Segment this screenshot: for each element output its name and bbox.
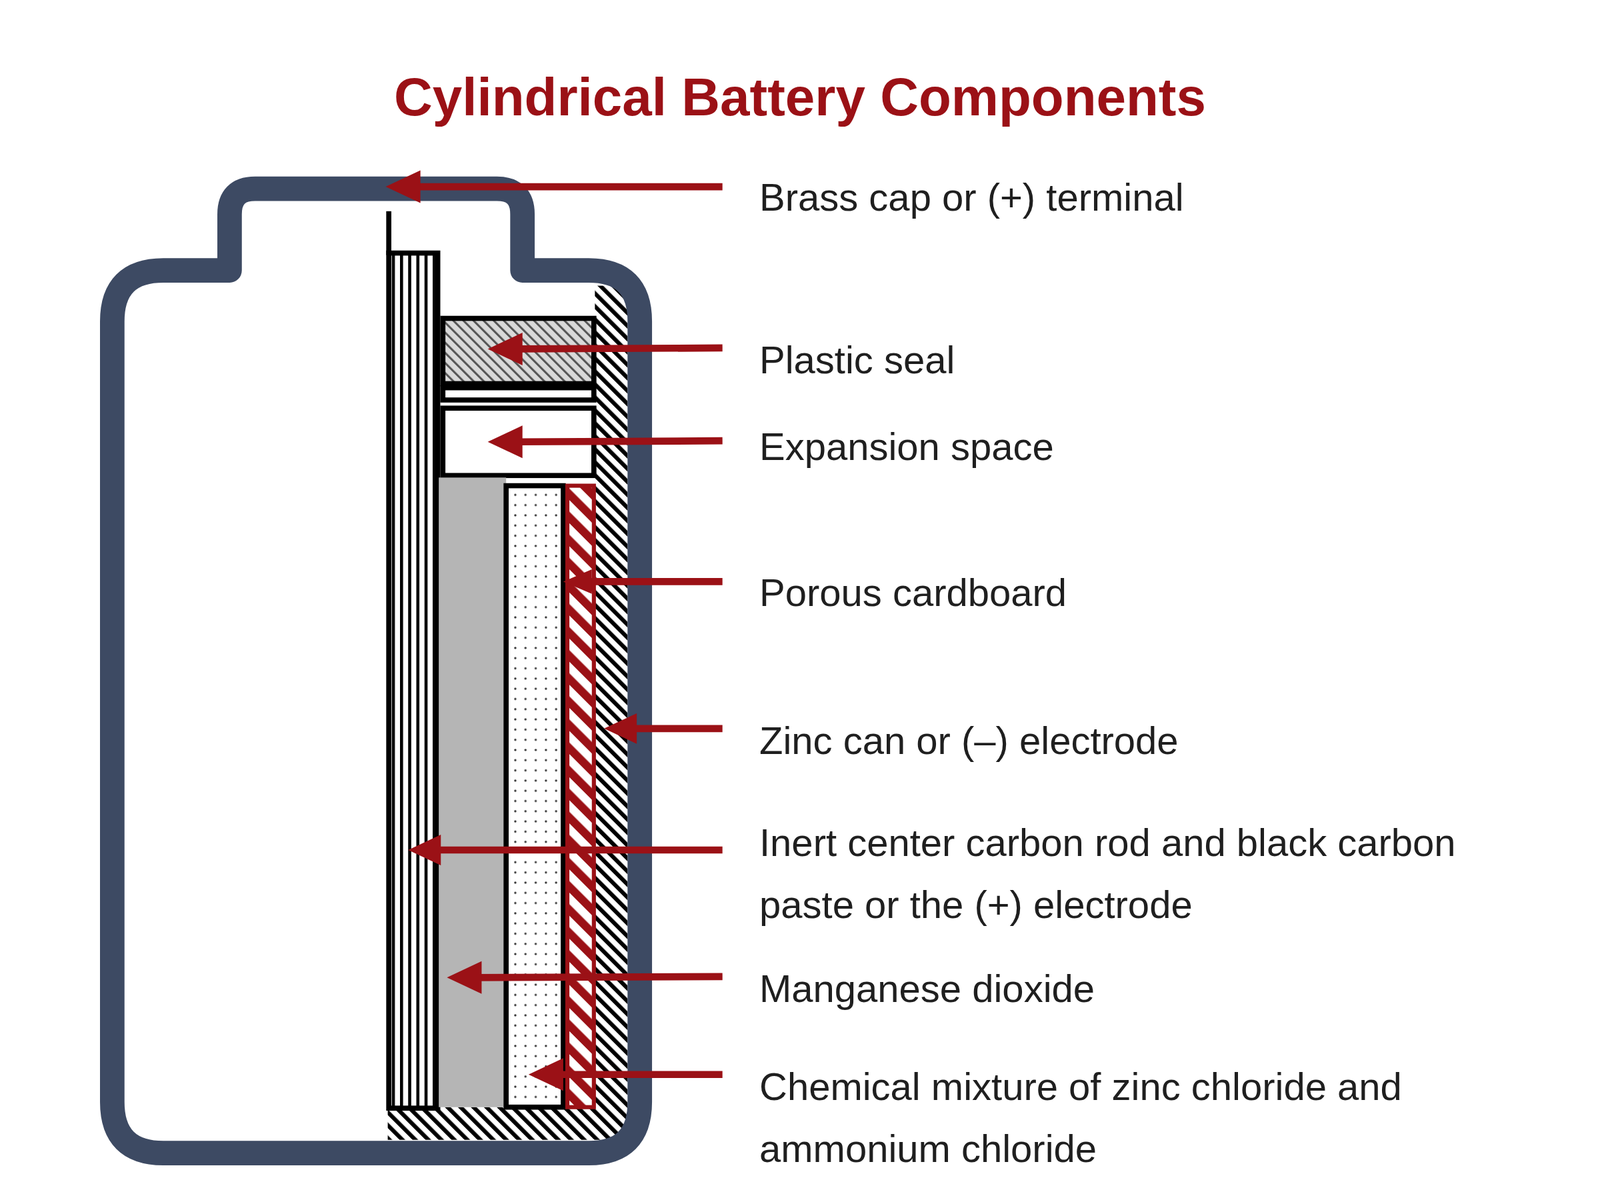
zinc-can [594, 286, 628, 1118]
diagram-title: Cylindrical Battery Components [394, 66, 1206, 128]
part-label: Plastic seal [759, 328, 1480, 391]
arrow-head [446, 961, 482, 994]
leader-line [414, 183, 722, 191]
leader-line [516, 440, 722, 442]
arrow-head [488, 332, 523, 366]
leader-arrows [386, 170, 723, 1092]
part-label: Brass cap or (+) terminal [759, 166, 1480, 228]
battery-casing [112, 188, 640, 1153]
leader-line [586, 578, 723, 586]
part-label: Zinc can or (–) electrode [759, 709, 1480, 772]
arrow-head [528, 1058, 564, 1091]
chemical-mixture [506, 486, 564, 1108]
leader-line [630, 725, 723, 733]
part-label: Chemical mixture of zinc chloride and am… [759, 1055, 1480, 1180]
zinc-can-bottom [388, 1107, 628, 1140]
part-label: Manganese dioxide [759, 957, 1480, 1020]
part-label: Inert center carbon rod and black carbon… [759, 811, 1480, 936]
leader-line [436, 846, 723, 854]
arrow-head [488, 425, 523, 458]
part-label: Porous cardboard [759, 561, 1480, 624]
rod-tip [386, 211, 392, 256]
arrow-head [604, 713, 637, 744]
manganese-dioxide [438, 477, 506, 1107]
leader-line [516, 348, 722, 350]
leader-line [557, 1070, 723, 1078]
part-label: Expansion space [759, 415, 1480, 478]
leader-line [475, 976, 722, 978]
seal-strip [442, 388, 594, 400]
arrow-head [408, 834, 441, 866]
carbon-rod [388, 253, 438, 1109]
arrow-head [563, 569, 592, 594]
arrow-head [386, 170, 421, 204]
